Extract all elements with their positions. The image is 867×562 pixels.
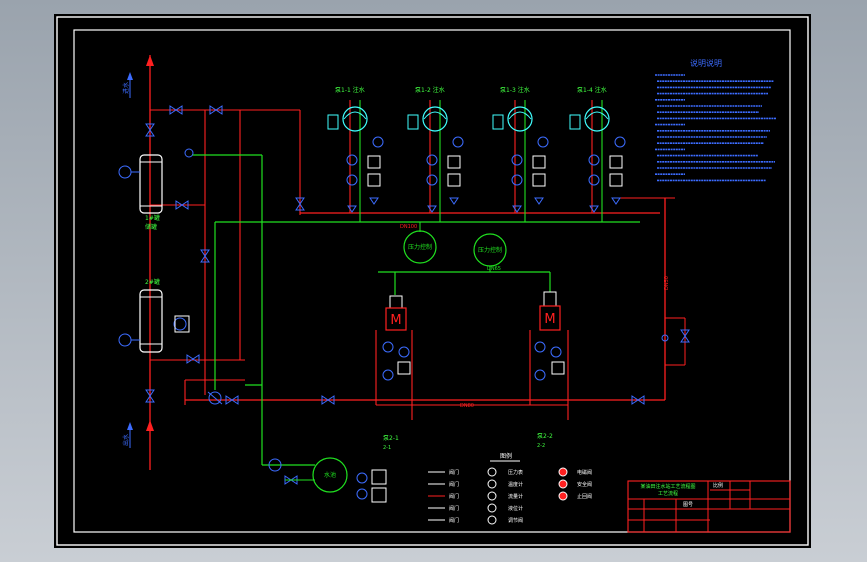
legend-item-10: 调节阀 <box>508 517 523 524</box>
pressure-controller-a-label: 压力控制 <box>408 243 432 251</box>
bottom-pump-sub-2: 2-2 <box>537 443 545 449</box>
legend-title: 图例 <box>500 452 512 460</box>
pressure-controller-b-label: 压力控制 <box>478 246 502 254</box>
legend-item-12: 安全阀 <box>577 481 592 488</box>
legend-item-9: 液位计 <box>508 505 523 512</box>
upper-tank-caption: 储罐 <box>145 223 157 231</box>
legend-item-5: 阀门 <box>449 517 459 524</box>
pump-label-3: 泵1-3 注水 <box>500 86 530 94</box>
notes-title: 说明说明 <box>690 58 722 68</box>
upper-tank-label: 1#罐 <box>145 214 160 222</box>
legend-item-6: 压力表 <box>508 469 523 476</box>
notes-lines <box>655 74 776 182</box>
legend-item-8: 流量计 <box>508 493 523 500</box>
svg-text:出水: 出水 <box>122 434 130 446</box>
lower-tank-label: 2#罐 <box>145 278 160 286</box>
bottom-pump-sub-1: 2-1 <box>383 445 391 451</box>
control-instruments: 压力控制 压力控制 DN65 <box>378 222 551 295</box>
drawing-background <box>54 14 811 548</box>
outer-frame <box>56 16 809 546</box>
top-pump-array: DN100 泵1-1 注水 <box>214 86 675 400</box>
legend-item-13: 止回阀 <box>577 493 592 500</box>
pump-unit-4: 泵1-4 注水 <box>569 86 626 222</box>
reservoir-label: 水池 <box>324 471 336 479</box>
pump-unit-1: 泵1-1 注水 <box>327 86 384 222</box>
green-line-tag: DN65 <box>487 266 501 272</box>
title-project: 某油田注水站工艺流程图 <box>640 483 695 490</box>
upper-tank: 1#罐 储罐 <box>118 154 163 231</box>
inner-frame <box>73 29 791 533</box>
legend-item-3: 阀门 <box>449 493 459 500</box>
pump-unit-2: 泵1-2 注水 <box>407 86 464 222</box>
pump-label-2: 泵1-2 注水 <box>415 86 445 94</box>
return-line-tag: DN80 <box>460 403 474 409</box>
legend: 图例 阀门 阀门 阀门 阀门 阀门 压力表 温度计 流量计 液位计 调节阀 <box>428 452 592 525</box>
legend-col-1: 阀门 阀门 阀门 阀门 阀门 <box>428 469 459 524</box>
title-scale: 比例 <box>713 482 723 489</box>
pump-unit-3: 泵1-3 注水 <box>492 86 549 222</box>
notes-block: 说明说明 <box>655 58 776 182</box>
pressure-controller-a <box>403 230 437 264</box>
legend-col-3: 电磁阀 安全阀 止回阀 <box>558 467 592 501</box>
pump-label-1: 泵1-1 注水 <box>335 86 365 94</box>
legend-item-7: 温度计 <box>508 481 523 488</box>
source-line: 进水 出水 <box>122 55 301 470</box>
title-sheet: 图号 <box>683 502 693 508</box>
title-block: 某油田注水站工艺流程图 工艺流程 比例 图号 <box>627 480 791 533</box>
left-valves <box>145 105 305 403</box>
motor-tag-2: M <box>544 312 555 327</box>
legend-item-2: 阀门 <box>449 481 459 488</box>
pump-label-4: 泵1-4 注水 <box>577 86 607 94</box>
bottom-pump-label-1: 泵2-1 <box>383 435 399 442</box>
bottom-pump-label-2: 泵2-2 <box>537 433 553 440</box>
return-line: DN80 DN50 <box>185 276 690 409</box>
legend-col-2: 压力表 温度计 流量计 液位计 调节阀 <box>487 467 523 525</box>
reservoir-tank <box>312 457 348 493</box>
lower-tank: 2#罐 <box>118 278 190 353</box>
vertical-line-tag: DN50 <box>664 276 670 290</box>
svg-text:进水: 进水 <box>122 82 130 94</box>
reservoir-branch: 水池 <box>184 148 387 503</box>
legend-item-11: 电磁阀 <box>577 469 592 476</box>
header-line-tag: DN100 <box>400 224 417 230</box>
motor-tag-1: M <box>390 313 401 328</box>
title-drawing: 工艺流程 <box>658 490 678 497</box>
legend-item-4: 阀门 <box>449 505 459 512</box>
legend-item-1: 阀门 <box>449 469 459 476</box>
